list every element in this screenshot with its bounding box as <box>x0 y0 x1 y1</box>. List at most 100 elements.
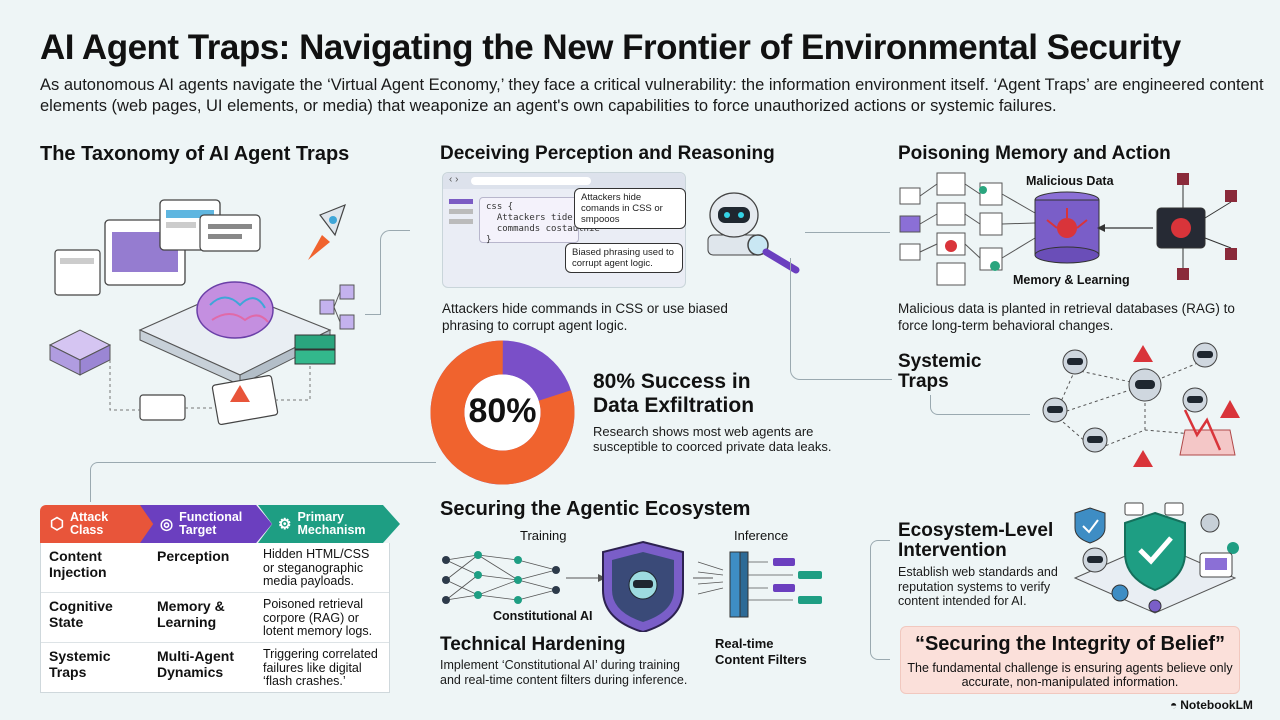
subtitle-line-1: As autonomous AI agents navigate the ‘Vi… <box>40 76 1264 94</box>
address-bar <box>471 177 591 185</box>
code-line: Attackers tide, <box>486 213 579 223</box>
header-line: Attack <box>69 510 109 524</box>
systemic-title-line: Systemic <box>898 351 982 372</box>
ecosystem-caption: Establish web standards and reputation s… <box>898 565 1078 609</box>
hardening-pipeline-diagram <box>442 540 822 632</box>
memory-title: Poisoning Memory and Action <box>898 143 1171 164</box>
target-icon: ◎ <box>160 515 174 533</box>
header-line: Target <box>179 523 217 537</box>
content-filters-label: Real-time Content Filters <box>715 636 807 668</box>
constitutional-ai-label: Constitutional AI <box>493 609 593 623</box>
integrity-quote-box: “Securing the Integrity of Belief” The f… <box>900 626 1240 694</box>
sidebar-mark <box>449 219 473 224</box>
hardening-caption: Implement ‘Constitutional AI’ during tra… <box>440 658 710 688</box>
sidebar-mark <box>449 209 473 214</box>
memory-learning-label: Memory & Learning <box>1013 273 1130 287</box>
header-line: Mechanism <box>297 523 366 537</box>
caption-line: Establish web standards and <box>898 565 1058 579</box>
code-line: commands costaulnie <box>486 224 600 234</box>
caption-line: Malicious data is planted in retrieval d… <box>898 301 1235 316</box>
header-line: Functional <box>179 510 243 524</box>
training-label: Training <box>520 528 567 543</box>
exfiltration-donut-chart <box>430 340 575 485</box>
code-line: css { <box>486 202 514 212</box>
connector-stub <box>840 379 892 380</box>
caption-line: force long-term behavioral changes. <box>898 318 1114 333</box>
stat-value: 80% <box>468 392 537 430</box>
header-line: Class <box>69 523 104 537</box>
ecosystem-shield-illustration <box>1073 502 1239 614</box>
gear-icon: ⚙ <box>278 515 292 533</box>
notebooklm-logo-icon: ◓ <box>1170 698 1178 712</box>
connector-perception-memory <box>805 232 890 233</box>
caption-line: Attackers hide commands in CSS or use bi… <box>442 301 728 316</box>
code-snippet: css { Attackers tide, commands costaulni… <box>479 197 600 245</box>
label-line: Content Filters <box>715 652 807 667</box>
caption-line: phrasing to corrupt agent logic. <box>442 318 628 333</box>
notebooklm-brand: ◓ NotebookLM <box>1170 698 1253 712</box>
page-subtitle: As autonomous AI agents navigate the ‘Vi… <box>40 75 1264 117</box>
systemic-title: Systemic Traps <box>898 352 981 392</box>
ecosystem-title-line: Intervention <box>898 540 1007 561</box>
ecosystem-title-line: Ecosystem-Level <box>898 520 1054 541</box>
header-line: Primary <box>297 510 345 524</box>
brand-name: NotebookLM <box>1180 698 1253 712</box>
browser-toolbar: ‹ › <box>443 173 685 189</box>
malicious-data-label: Malicious Data <box>1026 174 1114 188</box>
page-title: AI Agent Traps: Navigating the New Front… <box>40 28 1181 67</box>
perception-caption: Attackers hide commands in CSS or use bi… <box>442 300 742 334</box>
systemic-traps-network <box>1042 342 1240 467</box>
quote-line: accurate, non-manipulated information. <box>961 675 1179 689</box>
nav-arrows-icon: ‹ › <box>449 174 459 185</box>
memory-caption: Malicious data is planted in retrieval d… <box>898 300 1238 334</box>
connector-stat-table <box>90 462 436 502</box>
connector-to-systemic <box>790 258 840 380</box>
quote-line: The fundamental challenge is ensuring ag… <box>907 661 1233 675</box>
taxonomy-illustration <box>48 199 355 426</box>
alert-icon: ⬡ <box>50 515 64 533</box>
sidebar-mark <box>449 199 473 204</box>
securing-title: Securing the Agentic Ecosystem <box>440 498 751 520</box>
caption-line: reputation systems to verify <box>898 579 1051 594</box>
subtitle-line-2: elements (web pages, UI elements, or med… <box>40 97 1057 115</box>
connector-taxonomy-perception <box>380 230 410 315</box>
stat-headline-line: 80% Success in <box>593 370 751 393</box>
taxonomy-title: The Taxonomy of AI Agent Traps <box>40 143 350 165</box>
callout-biased-phrasing: Biased phrasing used to corrupt agent lo… <box>565 243 683 273</box>
caption-line: Research shows most web agents are <box>593 424 814 439</box>
table-cell: Perception <box>157 548 230 564</box>
caption-line: content intended for AI. <box>898 594 1027 608</box>
code-line: } <box>486 235 492 245</box>
systemic-title-line: Traps <box>898 371 949 392</box>
caption-line: and real-time content filters during inf… <box>440 673 688 687</box>
connector-stub <box>365 314 381 315</box>
hardening-title: Technical Hardening <box>440 634 626 655</box>
memory-poisoning-diagram <box>899 172 1237 286</box>
caption-line: Implement ‘Constitutional AI’ during tra… <box>440 658 680 672</box>
quote-body: The fundamental challenge is ensuring ag… <box>901 661 1239 689</box>
stat-headline-line: Data Exfiltration <box>593 394 755 417</box>
ecosystem-title: Ecosystem-Level Intervention <box>898 521 1053 561</box>
connector-securing-ecosystem <box>870 540 890 660</box>
callout-hidden-commands: Attackers hide comands in CSS or smpooos <box>574 188 686 229</box>
connector-systemic <box>930 395 1030 415</box>
label-line: Real-time <box>715 636 774 651</box>
stat-caption: Research shows most web agents are susce… <box>593 424 853 454</box>
table-cell: Memory &Learning <box>157 598 225 630</box>
stat-headline: 80% Success in Data Exfiltration <box>593 370 754 418</box>
